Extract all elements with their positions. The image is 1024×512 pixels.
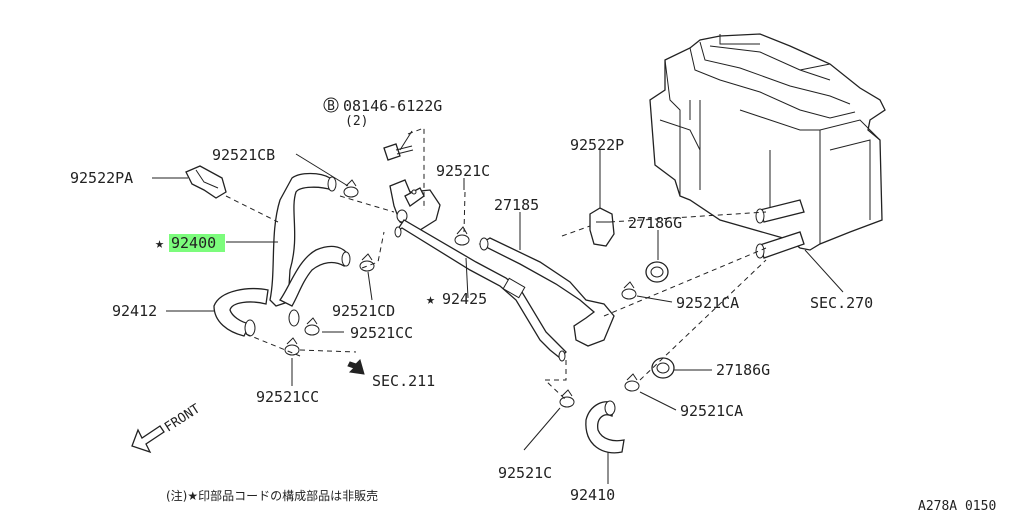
label-bolt-qty: (2) (345, 114, 368, 129)
label-92521C-bottom: 92521C (498, 464, 552, 482)
label-92521CD: 92521CD (332, 302, 395, 320)
hose-92410 (585, 400, 625, 454)
label-92521C-top: 92521C (436, 162, 490, 180)
label-92522P: 92522P (570, 136, 624, 154)
label-sec270: SEC.270 (810, 294, 873, 312)
valve-bracket (389, 179, 441, 231)
label-92425: 92425 (442, 290, 487, 308)
clamp-92521CA-bottom (624, 373, 640, 392)
clamp-92521CC-right (304, 317, 320, 336)
hose-92400 (269, 172, 351, 327)
heater-unit (649, 33, 886, 259)
dashed-guides (225, 127, 767, 401)
star-marker-92425: ★ (426, 290, 435, 308)
label-bolt-code: 08146-6122G (343, 97, 442, 115)
clamp-92521CC-bottom (284, 337, 300, 356)
clip-92522P (589, 207, 615, 247)
label-92522PA: 92522PA (70, 169, 133, 187)
label-92521CC-bottom: 92521CC (256, 388, 319, 406)
label-sec211: SEC.211 (372, 372, 435, 390)
hose-clamps (284, 179, 640, 408)
bolt-type-b-icon: B (323, 97, 339, 114)
label-92521CC-right: 92521CC (350, 324, 413, 342)
clamp-92521CB (343, 179, 359, 198)
hose-27185 (478, 237, 615, 347)
label-92412: 92412 (112, 302, 157, 320)
label-front: FRONT (162, 401, 203, 435)
bolt-prefix-label: B (327, 99, 335, 114)
label-92521CA-top: 92521CA (676, 294, 739, 312)
bolt (383, 130, 414, 161)
highlight-92400 (169, 234, 225, 252)
label-27185: 27185 (494, 196, 539, 214)
label-92521CA-bottom: 92521CA (680, 402, 743, 420)
label-92521CB: 92521CB (212, 146, 275, 164)
clamp-92521CD (359, 253, 375, 272)
clamp-92521CA-top (621, 281, 637, 300)
grommet-27186G-top (645, 261, 669, 283)
hose-92412 (213, 287, 269, 337)
footnote: (注)★印部品コードの構成部品は非販売 (166, 488, 378, 503)
label-27186G-bottom: 27186G (716, 361, 770, 379)
sec211-arrow (347, 359, 365, 375)
star-marker: ★ (155, 234, 164, 252)
front-arrow-icon (131, 425, 165, 454)
pipe-92425 (394, 219, 567, 362)
clamp-92521C-bottom (559, 389, 575, 408)
label-92410: 92410 (570, 486, 615, 504)
diagram-code: A278A 0150 (918, 499, 996, 512)
leader-lines (152, 150, 844, 484)
label-27186G-top: 27186G (628, 214, 682, 232)
grommet-27186G-bottom (651, 357, 675, 379)
clip-92522PA (185, 165, 227, 199)
label-92400: 92400 (171, 234, 216, 252)
clamp-92521C-top (454, 226, 470, 246)
